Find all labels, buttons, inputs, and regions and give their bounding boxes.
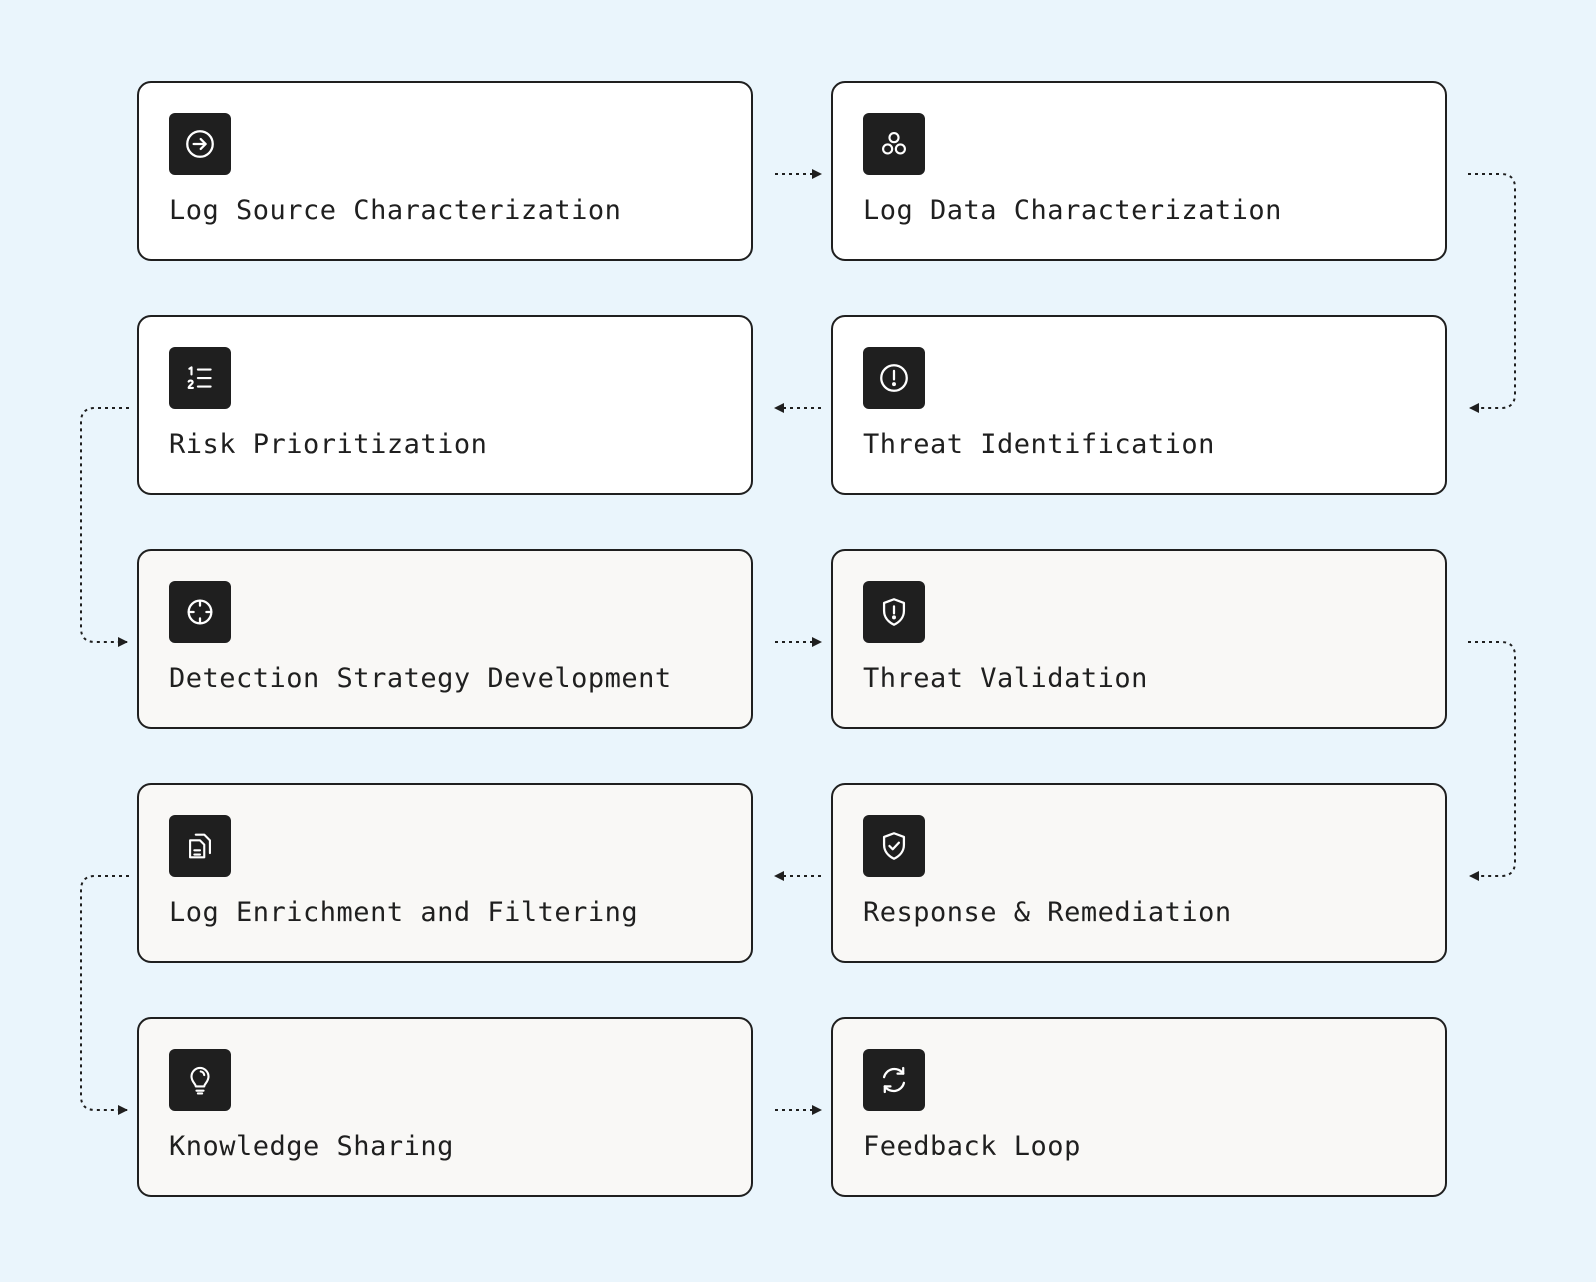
three-circles-icon xyxy=(863,113,925,175)
step-label: Risk Prioritization xyxy=(169,429,488,460)
connector-4-to-5 xyxy=(80,407,129,647)
step-card-threat-validation: Threat Validation xyxy=(831,549,1447,729)
step-card-threat-identification: Threat Identification xyxy=(831,315,1447,495)
step-label: Threat Identification xyxy=(863,429,1215,460)
step-label: Log Source Characterization xyxy=(169,195,622,226)
step-label: Feedback Loop xyxy=(863,1131,1081,1162)
step-card-feedback-loop: Feedback Loop xyxy=(831,1017,1447,1197)
step-card-detection-strategy-development: Detection Strategy Development xyxy=(137,549,753,729)
step-label: Log Enrichment and Filtering xyxy=(169,897,639,928)
lightbulb-icon xyxy=(169,1049,231,1111)
shield-check-icon xyxy=(863,815,925,877)
shield-alert-icon xyxy=(863,581,925,643)
step-card-log-data-characterization: Log Data Characterization xyxy=(831,81,1447,261)
connector-8-to-9 xyxy=(80,875,129,1115)
step-card-knowledge-sharing: Knowledge Sharing xyxy=(137,1017,753,1197)
connector-2-to-3 xyxy=(1468,173,1516,413)
step-card-log-source-characterization: Log Source Characterization xyxy=(137,81,753,261)
alert-circle-icon xyxy=(863,347,925,409)
step-label: Knowledge Sharing xyxy=(169,1131,454,1162)
step-card-response-remediation: Response & Remediation xyxy=(831,783,1447,963)
step-label: Response & Remediation xyxy=(863,897,1232,928)
step-label: Threat Validation xyxy=(863,663,1148,694)
connector-6-to-7 xyxy=(1468,641,1516,881)
step-card-risk-prioritization: Risk Prioritization xyxy=(137,315,753,495)
numbered-list-icon xyxy=(169,347,231,409)
step-card-log-enrichment-and-filtering: Log Enrichment and Filtering xyxy=(137,783,753,963)
refresh-icon xyxy=(863,1049,925,1111)
documents-icon xyxy=(169,815,231,877)
step-label: Detection Strategy Development xyxy=(169,663,672,694)
step-label: Log Data Characterization xyxy=(863,195,1282,226)
crosshair-icon xyxy=(169,581,231,643)
arrow-right-circle-icon xyxy=(169,113,231,175)
